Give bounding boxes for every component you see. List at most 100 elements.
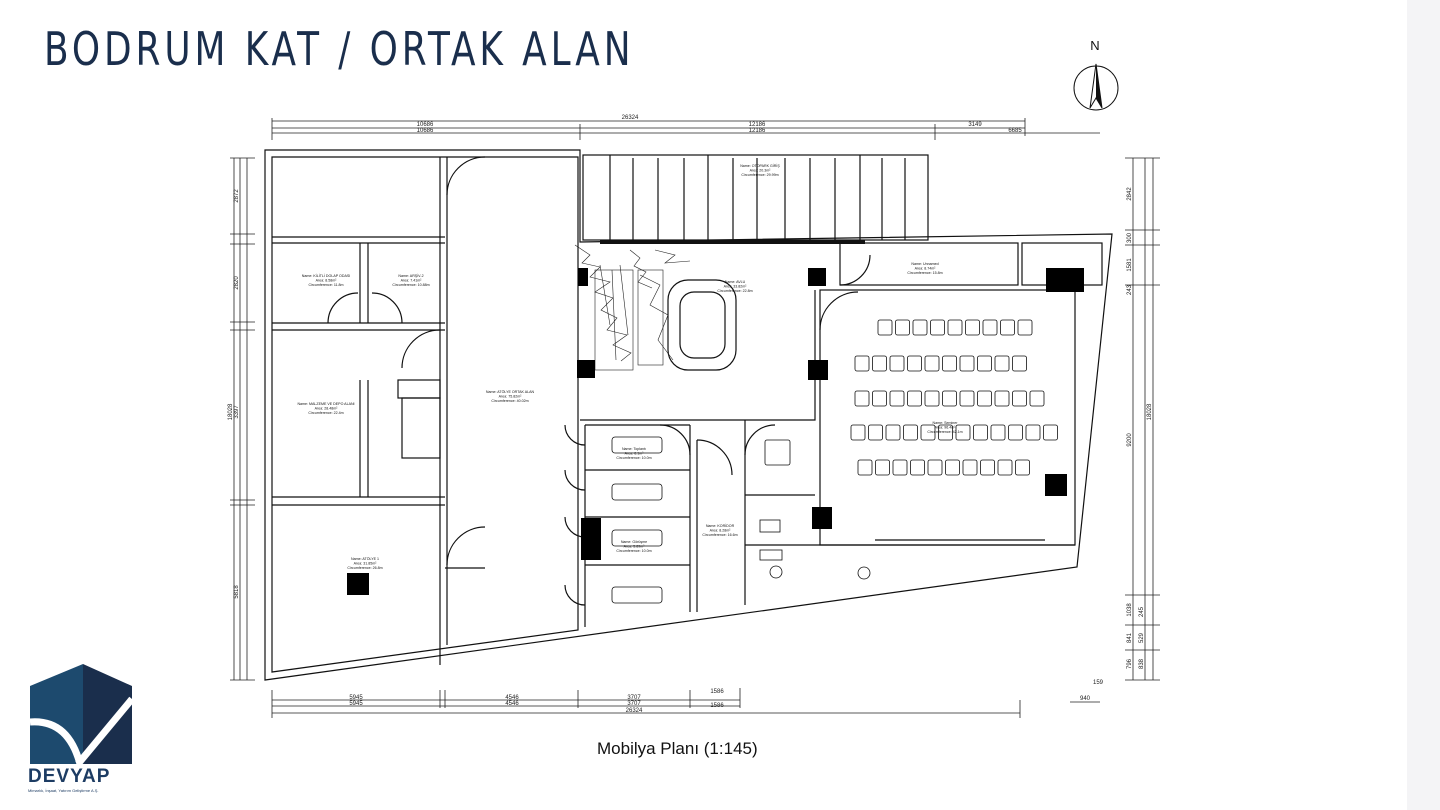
seat [1012, 390, 1027, 407]
seat [924, 390, 940, 407]
dim-bottom: 3707 [627, 695, 641, 701]
seat [947, 319, 963, 336]
dim-bottom-right: 940 [1080, 696, 1091, 702]
seat [877, 319, 893, 336]
room-label: Area: 75.82m² [499, 395, 523, 399]
room-label: Circumference: 11.8m [308, 283, 343, 287]
room-label: Name: MALZEME VE DEPO ALANI [297, 402, 354, 406]
room-label: Name: ATÖLYE 1 [351, 557, 379, 561]
seat [872, 390, 887, 407]
seat [959, 390, 975, 407]
dim-right: 9200 [1127, 433, 1133, 447]
seat [910, 459, 925, 476]
page-title: BODRUM KAT / ORTAK ALAN [44, 22, 635, 76]
seat [889, 390, 905, 407]
office-furniture [611, 436, 871, 604]
seat [942, 355, 957, 372]
seat [982, 319, 998, 336]
seat [1000, 319, 1015, 336]
room-label: Name: AVLU [725, 280, 746, 284]
seat [994, 390, 1010, 407]
seat [990, 424, 1006, 441]
room-label: Area: 8.74m² [915, 267, 937, 271]
room-label: Area: 31.85m² [354, 562, 378, 566]
seat [973, 424, 988, 441]
room-label: Circumference: 15.8m [907, 271, 942, 275]
plan-caption: Mobilya Planı (1:145) [597, 739, 758, 758]
room-label: Name: Görüşme [621, 540, 647, 544]
seat [885, 424, 901, 441]
room-label: Circumference: 22.8m [717, 289, 752, 293]
seat [868, 424, 883, 441]
dim-bottom: 1586 [710, 703, 724, 709]
seat [938, 424, 953, 441]
dim-right: 300 [1127, 232, 1133, 243]
seat [959, 355, 975, 372]
seat [994, 355, 1010, 372]
dim-bottom: 4546 [505, 695, 519, 701]
room-label: Circumference: 10.0m [616, 549, 651, 553]
seat [977, 355, 992, 372]
room-label: Circumference: 40.02m [491, 399, 528, 403]
brand-name: DEVYAP [28, 766, 111, 787]
seat [850, 424, 866, 441]
dim-bottom-small: 159 [1093, 680, 1104, 686]
seat [895, 319, 910, 336]
dim-left: 2872 [234, 189, 240, 203]
room-label: Area: 20.3m² [750, 169, 772, 173]
devyap-logo [29, 664, 135, 767]
room-label: Circumference: 42.1m [927, 430, 962, 434]
dim-bottom: 1586 [710, 689, 724, 695]
seat [1029, 390, 1045, 407]
seat [920, 424, 936, 441]
seat [1017, 319, 1033, 336]
dim-right: 529 [1139, 632, 1145, 643]
seat [942, 390, 957, 407]
seat [907, 355, 922, 372]
seat [1015, 459, 1030, 476]
seat [872, 355, 887, 372]
seat [962, 459, 978, 476]
seat [965, 319, 980, 336]
seat [875, 459, 890, 476]
seat [980, 459, 995, 476]
brand-tagline: Mimarlık, İnşaat, Yatırım Geliştirme A.Ş… [28, 788, 99, 793]
seat [857, 459, 873, 476]
dim-bottom: 4546 [505, 701, 519, 707]
room-label: Area: 96.4m² [935, 426, 957, 430]
seat [903, 424, 918, 441]
dim-top: 10686 [417, 122, 434, 128]
dim-bottom: 5945 [349, 695, 363, 701]
dim-right: 2842 [1127, 187, 1133, 201]
dim-right: 245 [1139, 606, 1145, 617]
walls [264, 149, 1113, 681]
dim-top: 3149 [968, 122, 982, 128]
slide-edge [1407, 0, 1440, 810]
dim-bottom: 5945 [349, 701, 363, 707]
seat [892, 459, 908, 476]
room-label: Area: 5.89m² [624, 545, 646, 549]
slide [22, 0, 1407, 810]
seat [889, 355, 905, 372]
room-label: Circumference: 26.8m [347, 566, 382, 570]
dim-top: 10686 [417, 128, 434, 134]
room-label: Name: ATÖLYE ORTAK ALAN [486, 390, 535, 394]
dim-top: 12186 [749, 128, 766, 134]
room-label: Circumference: 10.0m [616, 456, 651, 460]
seat [945, 459, 960, 476]
room-label: Name: Seminer [933, 421, 959, 425]
seat [924, 355, 940, 372]
room-label: Name: OTOPARK GİRİŞ [740, 163, 780, 168]
north-arrow-icon: N [1073, 38, 1119, 111]
seat [1008, 424, 1023, 441]
seat [997, 459, 1013, 476]
room-label: Area: 8.28m² [710, 529, 732, 533]
seat [912, 319, 928, 336]
wall-segment [600, 240, 865, 244]
dim-right: 1038 [1127, 603, 1133, 617]
room-label: Area: 6.1m² [625, 452, 645, 456]
room-label: Area: 8.58m² [316, 279, 338, 283]
landscape-planting [574, 244, 691, 371]
dim-bottom-total: 26324 [626, 708, 643, 714]
